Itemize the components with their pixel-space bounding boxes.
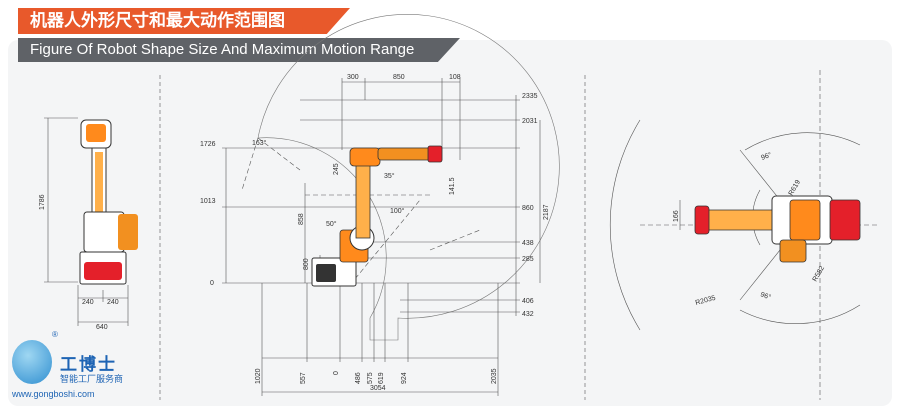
dim-top-5: 166 bbox=[673, 210, 680, 222]
dim-top-4: R2035 bbox=[695, 295, 717, 307]
dim-side-left-2: 0 bbox=[210, 280, 214, 287]
dim-side-left-4: 800 bbox=[303, 258, 310, 270]
dim-side-right-7: 432 bbox=[522, 311, 534, 318]
dim-side-angle-2: 50° bbox=[326, 220, 337, 228]
dim-side-right-3: 860 bbox=[522, 205, 534, 212]
dim-front-width: 640 bbox=[96, 324, 108, 331]
logo-tagline: 智能工厂服务商 bbox=[60, 375, 124, 385]
dim-side-bottom-7: 2035 bbox=[491, 368, 498, 384]
dim-side-total: 3054 bbox=[370, 385, 386, 392]
dim-top-3: R582 bbox=[812, 265, 826, 283]
dim-front-base-right: 240 bbox=[107, 299, 119, 306]
reach-envelope bbox=[257, 14, 560, 341]
front-view-robot bbox=[79, 119, 138, 285]
dim-side-bottom-3: 486 bbox=[355, 372, 362, 384]
outer-arc-bottom bbox=[739, 304, 861, 324]
dim-side-top-1: 850 bbox=[393, 74, 405, 81]
title-chinese: 机器人外形尺寸和最大动作范围图 bbox=[18, 8, 350, 34]
dim-top-1: 96° bbox=[759, 290, 772, 301]
dim-side-bottom-0: 1020 bbox=[255, 368, 262, 384]
dim-side-bottom-1: 557 bbox=[300, 372, 307, 384]
dim-side-bottom-2: 0 bbox=[333, 371, 340, 375]
logo-registered-mark: ® bbox=[52, 330, 58, 339]
logo-url[interactable]: www.gongboshi.com bbox=[12, 389, 95, 399]
logo-mascot bbox=[12, 340, 52, 384]
outer-arc-left bbox=[610, 119, 641, 331]
dim-side-angle-1: 35° bbox=[384, 172, 395, 180]
dim-side-right-4: 438 bbox=[522, 240, 534, 247]
dim-side-right-5: 285 bbox=[522, 256, 534, 263]
dim-side-inner-1: 141.5 bbox=[449, 177, 456, 195]
outer-arc-top bbox=[744, 132, 861, 151]
dim-side-inner-0: 245 bbox=[333, 163, 340, 175]
dim-side-right-0: 2335 bbox=[522, 93, 538, 100]
dim-side-top-2: 108 bbox=[449, 74, 461, 81]
dim-side-left-3: 858 bbox=[298, 213, 305, 225]
side-view-robot bbox=[311, 145, 443, 287]
dim-side-top-0: 300 bbox=[347, 74, 359, 81]
dim-side-bottom-5: 619 bbox=[378, 372, 385, 384]
dim-side-bottom-6: 924 bbox=[401, 372, 408, 384]
dim-side-left-1: 1013 bbox=[200, 198, 216, 205]
dim-top-2: R619 bbox=[788, 179, 802, 197]
logo-name: 工博士 bbox=[60, 355, 117, 375]
dim-top-0: 96° bbox=[760, 151, 773, 162]
dim-front-base-left: 240 bbox=[82, 299, 94, 306]
top-view-robot bbox=[694, 195, 861, 263]
dim-side-bottom-4: 575 bbox=[367, 372, 374, 384]
dim-side-angle-0: 163° bbox=[252, 139, 267, 147]
side-view-lines bbox=[222, 14, 560, 396]
dim-side-right-6: 406 bbox=[522, 298, 534, 305]
dim-side-angle-3: 100° bbox=[390, 207, 405, 215]
dim-side-right-2: 2187 bbox=[543, 204, 550, 220]
title-english: Figure Of Robot Shape Size And Maximum M… bbox=[18, 38, 460, 62]
dim-side-left-0: 1726 bbox=[200, 141, 216, 148]
dim-front-height: 1786 bbox=[39, 194, 46, 210]
dim-side-right-1: 2031 bbox=[522, 118, 538, 125]
